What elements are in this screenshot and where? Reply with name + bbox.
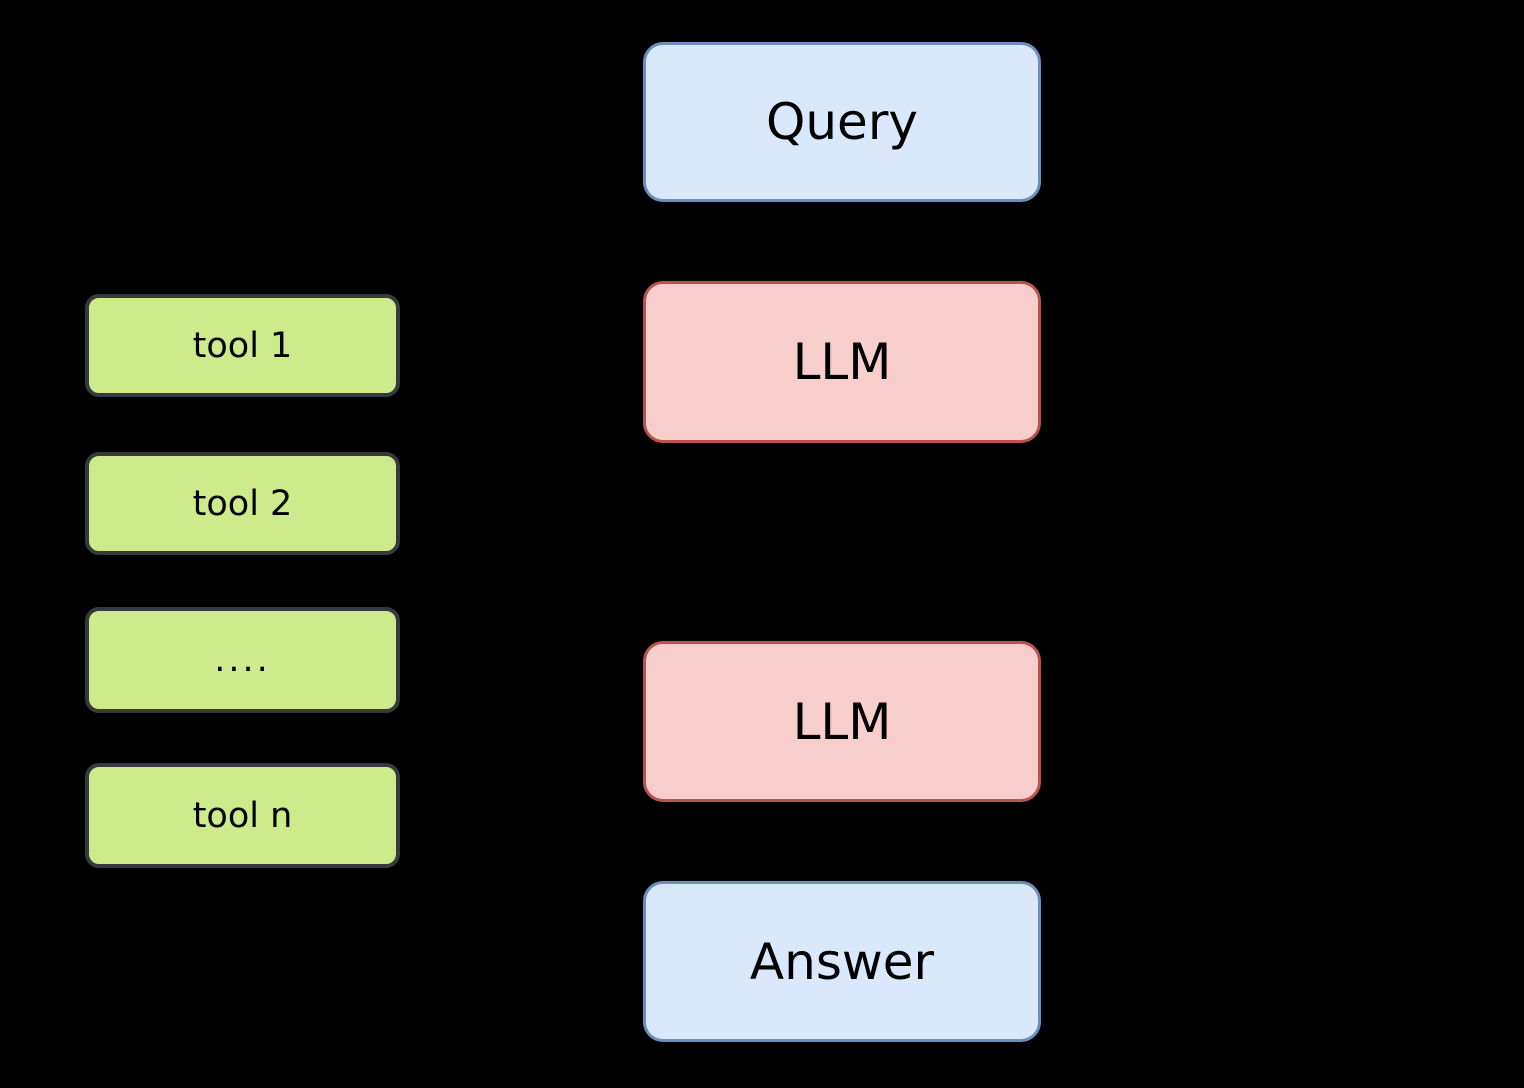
node-answer: Answer — [643, 881, 1041, 1042]
node-answer-label: Answer — [749, 932, 935, 991]
node-query-label: Query — [766, 93, 918, 151]
node-tool-1-label: tool 1 — [192, 325, 293, 366]
node-llm-second-label: LLM — [792, 692, 892, 751]
node-llm-first: LLM — [643, 281, 1041, 443]
node-tool-1: tool 1 — [85, 294, 400, 397]
node-tool-n: tool n — [85, 763, 400, 868]
node-tool-2: tool 2 — [85, 452, 400, 555]
node-llm-first-label: LLM — [792, 333, 892, 391]
node-tool-ellipsis-label: .... — [214, 640, 271, 680]
node-tool-n-label: tool n — [192, 795, 293, 836]
node-tool-ellipsis: .... — [85, 607, 400, 713]
node-tool-2-label: tool 2 — [192, 483, 293, 524]
node-llm-second: LLM — [643, 641, 1041, 802]
node-query: Query — [643, 42, 1041, 202]
